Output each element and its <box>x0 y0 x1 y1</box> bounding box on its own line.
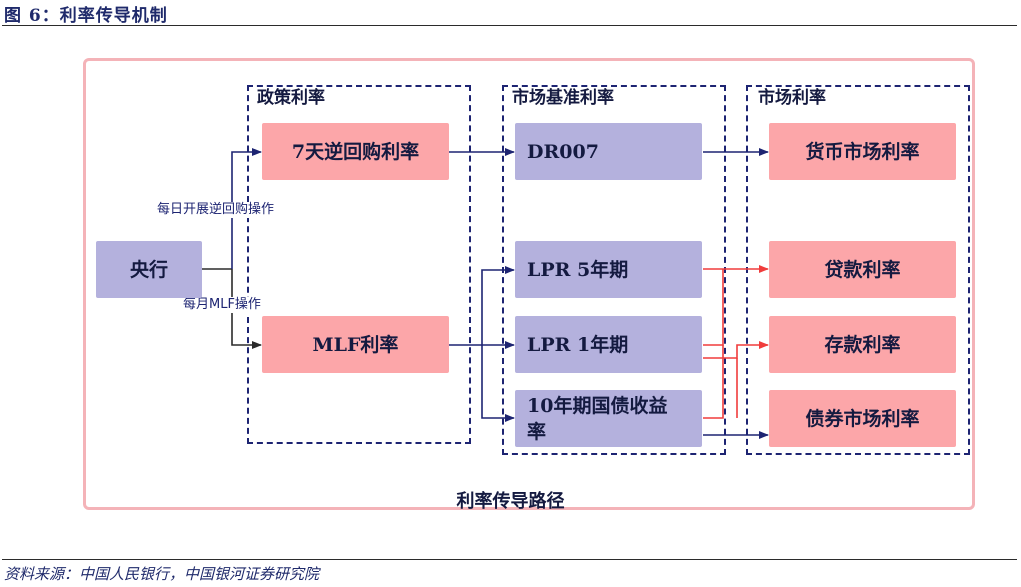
arrow-lpr-to-deposit <box>703 341 769 359</box>
node-reverse-repo-rate: 7天逆回购利率 <box>262 123 449 180</box>
group-policy-rates <box>247 85 471 444</box>
arrow-gov-bond-to-loan <box>703 345 724 419</box>
node-10y-gov-bond-yield-label: 10年期国债收益率 <box>527 394 668 443</box>
node-bond-market-rate: 债券市场利率 <box>769 390 956 447</box>
top-rule <box>2 25 1017 26</box>
figure-title: 图 6：利率传导机制 <box>4 6 168 26</box>
diagram-footer-label: 利率传导路径 <box>456 491 565 512</box>
group-market-rates <box>746 85 970 455</box>
edge-label-monthly-mlf: 每月MLF操作 <box>183 297 261 313</box>
node-lpr-5y: LPR 5年期 <box>515 241 702 298</box>
arrow-mlf-to-gov-bond <box>481 345 515 422</box>
group-label-policy: 政策利率 <box>255 87 327 109</box>
node-10y-gov-bond-yield: 10年期国债收益率 <box>515 390 702 447</box>
arrow-bank-to-reverse-repo <box>231 148 262 269</box>
node-central-bank: 央行 <box>96 241 202 298</box>
node-money-market-rate: 货币市场利率 <box>769 123 956 180</box>
group-label-market: 市场利率 <box>756 87 828 109</box>
diagram-panel <box>83 58 975 510</box>
source-note: 资料来源：中国人民银行，中国银河证券研究院 <box>4 565 320 583</box>
arrow-lpr1-to-loan <box>703 269 724 346</box>
arrow-mlf-to-lpr5 <box>481 266 515 345</box>
node-lpr-1y: LPR 1年期 <box>515 316 702 373</box>
edge-label-daily-reverse-repo: 每日开展逆回购操作 <box>157 202 275 218</box>
group-label-benchmark: 市场基准利率 <box>510 87 616 109</box>
arrow-bank-to-mlf <box>231 269 262 349</box>
bottom-rule <box>2 559 1017 560</box>
node-mlf-rate: MLF利率 <box>262 316 449 373</box>
node-deposit-rate: 存款利率 <box>769 316 956 373</box>
node-loan-rate: 贷款利率 <box>769 241 956 298</box>
node-dr007: DR007 <box>515 123 702 180</box>
